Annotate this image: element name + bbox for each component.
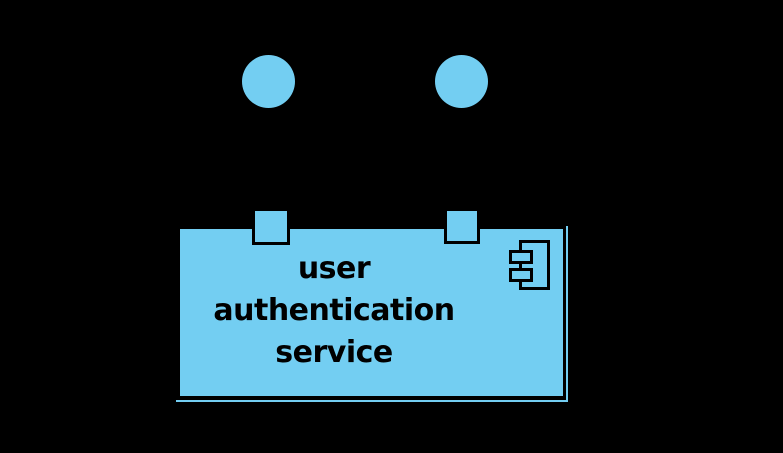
port-left xyxy=(252,208,290,245)
component-label-line-1: user xyxy=(297,251,371,286)
provided-interface-lollipop-right xyxy=(435,55,488,108)
component-shadow-right-edge xyxy=(566,226,568,402)
component-label-line-2: authentication xyxy=(213,293,455,328)
uml-component-icon-tab-bottom xyxy=(509,268,533,282)
component-shadow-bottom-edge xyxy=(176,400,568,402)
component-label-line-3: service xyxy=(275,335,393,370)
interface-connector-line-left xyxy=(267,103,270,209)
interface-connector-line-right xyxy=(460,103,463,209)
component-label: user authentication service xyxy=(178,248,490,374)
port-right xyxy=(444,208,480,244)
uml-component-icon-tab-top xyxy=(509,250,533,264)
provided-interface-lollipop-left xyxy=(242,55,295,108)
component-box xyxy=(178,227,565,398)
uml-component-icon xyxy=(519,240,550,290)
